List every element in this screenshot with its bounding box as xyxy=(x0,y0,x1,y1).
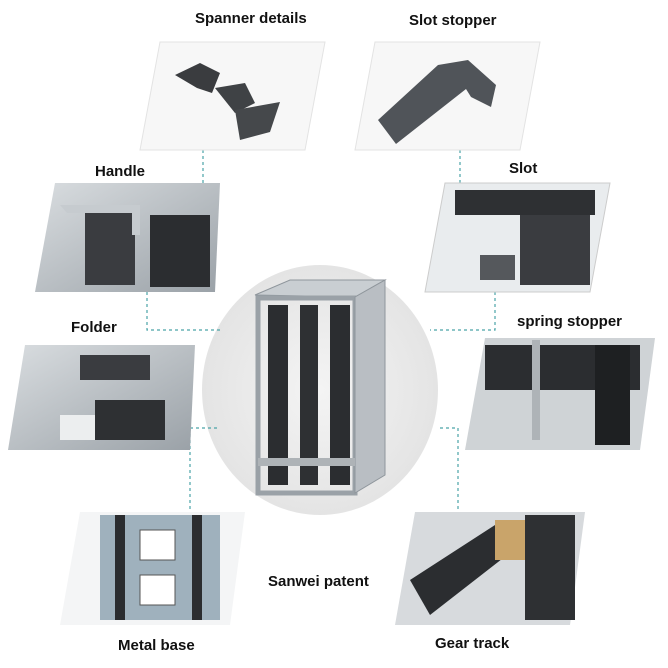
spanner-details-image xyxy=(139,41,326,151)
label-gear-track: Gear track xyxy=(435,635,510,652)
center-backdrop xyxy=(202,265,438,515)
label-slot-stopper: Slot stopper xyxy=(409,12,497,29)
spring-stopper-image xyxy=(465,338,655,450)
gear-track-image xyxy=(395,512,585,625)
label-spring-stopper: spring stopper xyxy=(517,313,623,330)
folder-image xyxy=(8,345,195,450)
label-sanwei-patent: Sanwei patent xyxy=(268,573,369,590)
label-metal-base: Metal base xyxy=(118,637,195,654)
label-spanner-details: Spanner details xyxy=(195,10,307,27)
slot-image xyxy=(424,182,611,293)
center-rack-image xyxy=(254,279,387,496)
metal-base-image xyxy=(60,512,245,625)
handle-image xyxy=(35,183,220,292)
label-handle: Handle xyxy=(95,163,146,180)
label-folder: Folder xyxy=(71,319,117,336)
label-slot: Slot xyxy=(509,160,538,177)
slot-stopper-image xyxy=(354,41,541,151)
